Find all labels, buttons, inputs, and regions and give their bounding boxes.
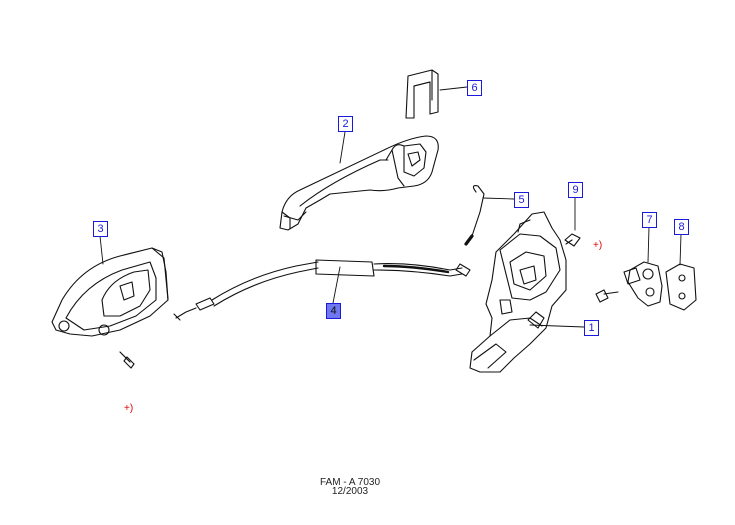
callout-6[interactable]: 6: [467, 80, 482, 96]
part-7-striker: [623, 261, 663, 307]
part-1-latch: [469, 211, 567, 373]
part-6-clip: [405, 69, 439, 119]
callout-8[interactable]: 8: [674, 219, 689, 235]
screw-right: [595, 289, 619, 303]
callout-3[interactable]: 3: [93, 221, 108, 237]
leader-lines: [99, 86, 682, 328]
footer-code: FAM - A 7030: [319, 477, 381, 488]
callout-9[interactable]: 9: [568, 182, 583, 198]
callout-7[interactable]: 7: [642, 212, 657, 228]
footer-date: 12/2003: [331, 486, 369, 497]
callout-2[interactable]: 2: [338, 116, 353, 132]
note-right: +): [593, 240, 603, 251]
callout-1[interactable]: 1: [584, 320, 599, 336]
part-3-interior-bezel: [51, 247, 169, 337]
note-left: +): [124, 403, 134, 414]
callout-5[interactable]: 5: [514, 192, 529, 208]
part-4-cable: [173, 259, 471, 321]
part-2-exterior-handle: [279, 135, 439, 231]
screw-left: [119, 351, 135, 369]
part-8-plate: [665, 263, 697, 311]
part-5-rod: [464, 185, 485, 246]
callout-4[interactable]: 4: [326, 303, 341, 319]
part-9-screw: [564, 233, 581, 247]
